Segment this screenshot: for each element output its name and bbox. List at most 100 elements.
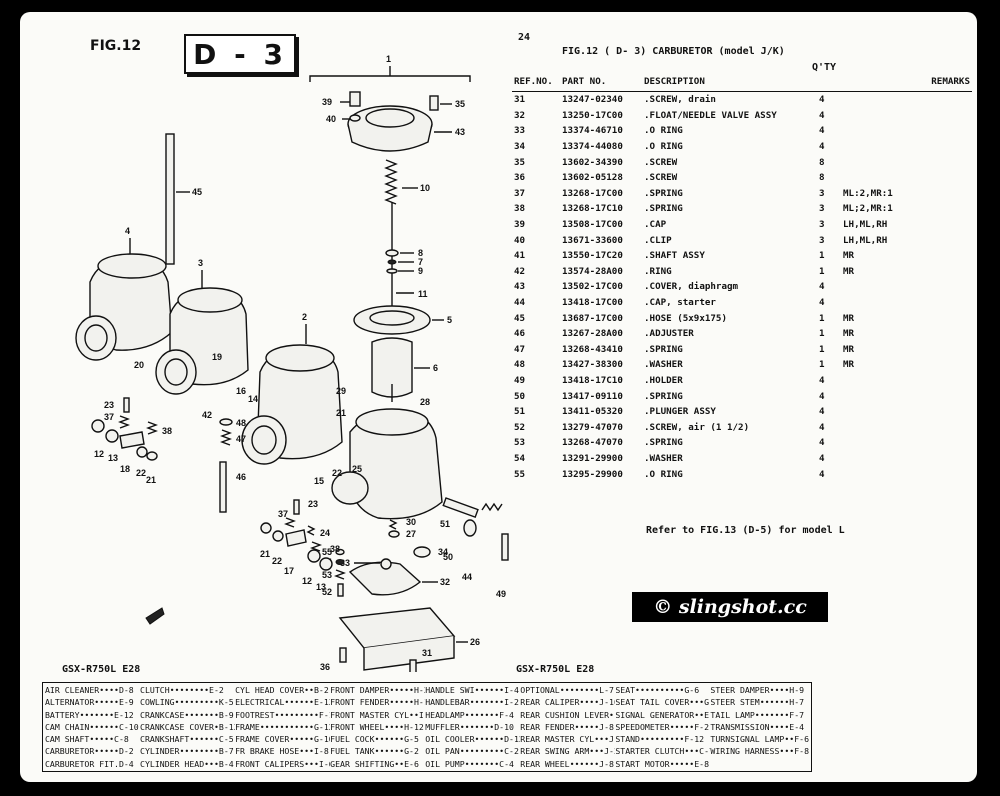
index-entry: FRONT DAMPER•••••H-2	[330, 685, 426, 695]
remarks-cell: ML:2,MR:1	[843, 187, 893, 199]
svg-text:18: 18	[120, 464, 130, 474]
part-no-cell: 13502-17C00	[562, 281, 623, 293]
svg-text:22: 22	[136, 468, 146, 478]
description-cell: .SPRING	[644, 187, 683, 199]
svg-text:21: 21	[336, 408, 346, 418]
description-cell: .SCREW	[644, 156, 678, 168]
remarks-cell	[843, 154, 972, 170]
svg-text:17: 17	[284, 566, 294, 576]
description-cell: .WASHER	[644, 359, 683, 371]
index-entry: FRONT FENDER•••••H-10	[330, 697, 426, 708]
svg-text:37: 37	[104, 412, 114, 422]
index-entry: CRANKSHAFT••••••C-5	[140, 734, 234, 745]
svg-text:45: 45	[192, 187, 202, 197]
ref-no-cell: 38	[514, 203, 526, 215]
index-entry: AIR CLEANER••••D-8	[45, 685, 134, 695]
svg-text:55: 55	[322, 547, 332, 557]
part-no-cell: 13418-17C00	[562, 297, 623, 309]
qty-cell: 1	[819, 359, 825, 371]
ref-no-cell: 43	[514, 281, 526, 293]
index-entry: CARBURETOR FIT.D-4	[45, 758, 134, 769]
qty-cell: 3	[819, 219, 825, 231]
ref-no-cell: 35	[514, 156, 526, 168]
ref-no-cell: 54	[514, 452, 526, 464]
index-entry: FRAME COVER•••••G-10	[235, 734, 331, 745]
description-cell: .CAP	[644, 219, 667, 231]
qty-cell: 4	[819, 297, 825, 309]
index-entry: HANDLEBAR•••••••I-2	[425, 697, 519, 708]
svg-text:22: 22	[272, 556, 282, 566]
qty-cell: 4	[819, 94, 825, 106]
index-entry: FRONT MASTER CYL••I-10	[330, 709, 425, 720]
qty-cell: 8	[819, 172, 825, 184]
part-no-cell: 13268-43410	[562, 343, 623, 355]
index-entry: SEAT TAIL COVER•••G-8	[615, 697, 711, 708]
svg-text:35: 35	[455, 99, 465, 109]
svg-text:11: 11	[418, 289, 428, 299]
description-cell: .PLUNGER ASSY	[644, 406, 716, 418]
svg-text:19: 19	[212, 352, 222, 362]
svg-text:38: 38	[162, 426, 172, 436]
svg-text:14: 14	[248, 394, 258, 404]
remarks-cell	[843, 435, 972, 451]
ref-no-cell: 53	[514, 437, 526, 449]
remarks-cell	[843, 123, 972, 139]
ref-no-cell: 50	[514, 390, 526, 402]
qty-cell: 4	[819, 406, 825, 418]
svg-text:16: 16	[236, 386, 246, 396]
svg-text:3: 3	[198, 258, 203, 268]
description-cell: .CAP, starter	[644, 297, 716, 309]
svg-text:22: 22	[332, 468, 342, 478]
index-entry: FRONT WHEEL••••H-12	[330, 721, 424, 732]
ref-no-cell: 32	[514, 109, 526, 121]
svg-text:12: 12	[94, 449, 104, 459]
svg-text:1: 1	[386, 54, 391, 64]
col-description: DESCRIPTION	[644, 76, 819, 92]
svg-text:32: 32	[440, 577, 450, 587]
svg-text:24: 24	[320, 528, 330, 538]
index-entry: REAR WHEEL••••••J-8	[520, 758, 614, 769]
carburetor-exploded-diagram: 1 43 39 40 35 10 8 7 9 11 5 6 45	[75, 54, 509, 672]
index-entry: ALTERNATOR•••••E-9	[45, 697, 134, 708]
ref-no-cell: 40	[514, 234, 526, 246]
parts-table-header: REF.NO. PART NO. DESCRIPTION REMARKS	[512, 76, 972, 92]
model-code-right: GSX-R750L E28	[516, 664, 595, 675]
remarks-cell	[843, 279, 972, 295]
remarks-cell: MR	[843, 328, 855, 340]
index-entry: OIL PUMP•••••••C-4	[425, 758, 514, 769]
svg-text:13: 13	[108, 453, 118, 463]
ref-no-cell: 31	[514, 94, 526, 106]
description-cell: .SCREW, air (1 1/2)	[644, 421, 750, 433]
qty-cell: 4	[819, 468, 825, 480]
svg-text:36: 36	[320, 662, 330, 672]
page-number: 24	[518, 32, 531, 43]
remarks-cell: ML;2,MR:1	[843, 203, 893, 215]
index-entry: COWLING•••••••••K-5	[140, 697, 234, 708]
description-cell: .SPRING	[644, 390, 683, 402]
description-cell: .SHAFT ASSY	[644, 250, 705, 262]
section-code-box: D - 3	[184, 34, 296, 74]
ref-no-cell: 52	[514, 421, 526, 433]
index-entry: FR BRAKE HOSE•••I-8	[235, 746, 329, 757]
col-ref-no: REF.NO.	[512, 76, 562, 92]
refer-note: Refer to FIG.13 (D-5) for model L	[646, 525, 845, 536]
description-cell: .SPRING	[644, 203, 683, 215]
ref-no-cell: 48	[514, 359, 526, 371]
ref-no-cell: 46	[514, 328, 526, 340]
index-entry: STEER DAMPER••••H-9	[710, 685, 805, 695]
index-entry: OIL COOLER••••••D-12	[425, 734, 521, 745]
description-cell: .CLIP	[644, 234, 672, 246]
part-no-cell: 13295-29900	[562, 468, 623, 480]
part-no-cell: 13291-29900	[562, 452, 623, 464]
index-entry: ELECTRICAL••••••E-13	[235, 697, 331, 708]
